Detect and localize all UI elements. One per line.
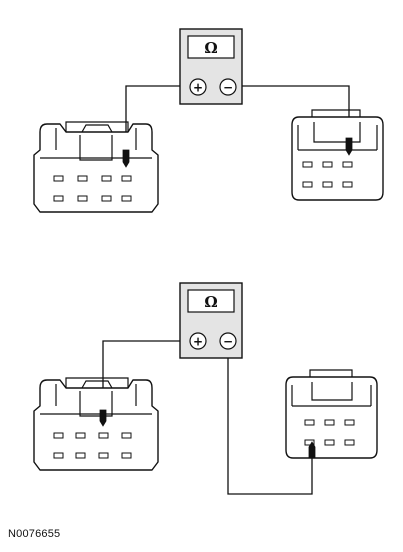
bottom-positive-lead xyxy=(102,340,190,410)
figure-id: N0076655 xyxy=(8,528,61,540)
top-ohmmeter: Ω + − xyxy=(179,28,243,105)
bottom-negative-lead xyxy=(227,349,313,495)
positive-terminal-label: + xyxy=(193,81,203,95)
top-test-setup: Ω + − xyxy=(33,28,384,213)
ohm-symbol: Ω xyxy=(204,293,217,311)
negative-terminal-icon xyxy=(219,332,237,350)
bottom-right-probe-tip xyxy=(308,441,316,459)
positive-terminal-icon xyxy=(189,78,207,96)
positive-terminal-label: + xyxy=(193,335,203,349)
negative-terminal-label: − xyxy=(223,335,233,349)
top-positive-lead xyxy=(125,85,190,150)
ohmmeter-display xyxy=(187,289,235,313)
bottom-left-connector xyxy=(33,377,159,471)
top-left-connector xyxy=(33,121,159,213)
top-right-connector xyxy=(291,109,384,201)
bottom-left-probe-tip xyxy=(99,409,107,427)
top-left-probe-tip xyxy=(122,149,130,168)
bottom-right-connector xyxy=(285,369,378,459)
negative-terminal-label: − xyxy=(223,81,233,95)
ohm-symbol: Ω xyxy=(204,39,217,57)
bottom-test-setup: Ω + − xyxy=(33,282,378,495)
negative-terminal-icon xyxy=(219,78,237,96)
bottom-ohmmeter: Ω + − xyxy=(179,282,243,359)
top-right-probe-tip xyxy=(345,137,353,156)
positive-terminal-icon xyxy=(189,332,207,350)
ohmmeter-display xyxy=(187,35,235,59)
